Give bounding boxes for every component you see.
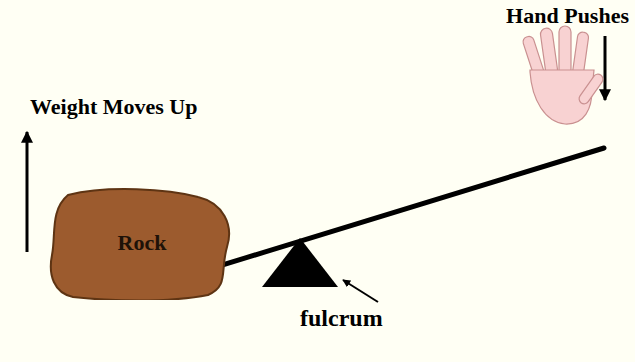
hand-picture [522, 26, 605, 124]
text-label: fulcrum [300, 305, 383, 332]
down-arrow [604, 36, 607, 100]
rock-shape: Rock [48, 185, 236, 300]
text-label: Hand Pushes [506, 3, 629, 29]
rock-fill [51, 189, 229, 300]
up-arrow [26, 132, 29, 252]
node-label: Rock [118, 230, 167, 256]
fulcrum-triangle [262, 238, 338, 287]
text-label: Weight Moves Up [30, 94, 197, 120]
fulcrum-pointer [343, 280, 378, 302]
